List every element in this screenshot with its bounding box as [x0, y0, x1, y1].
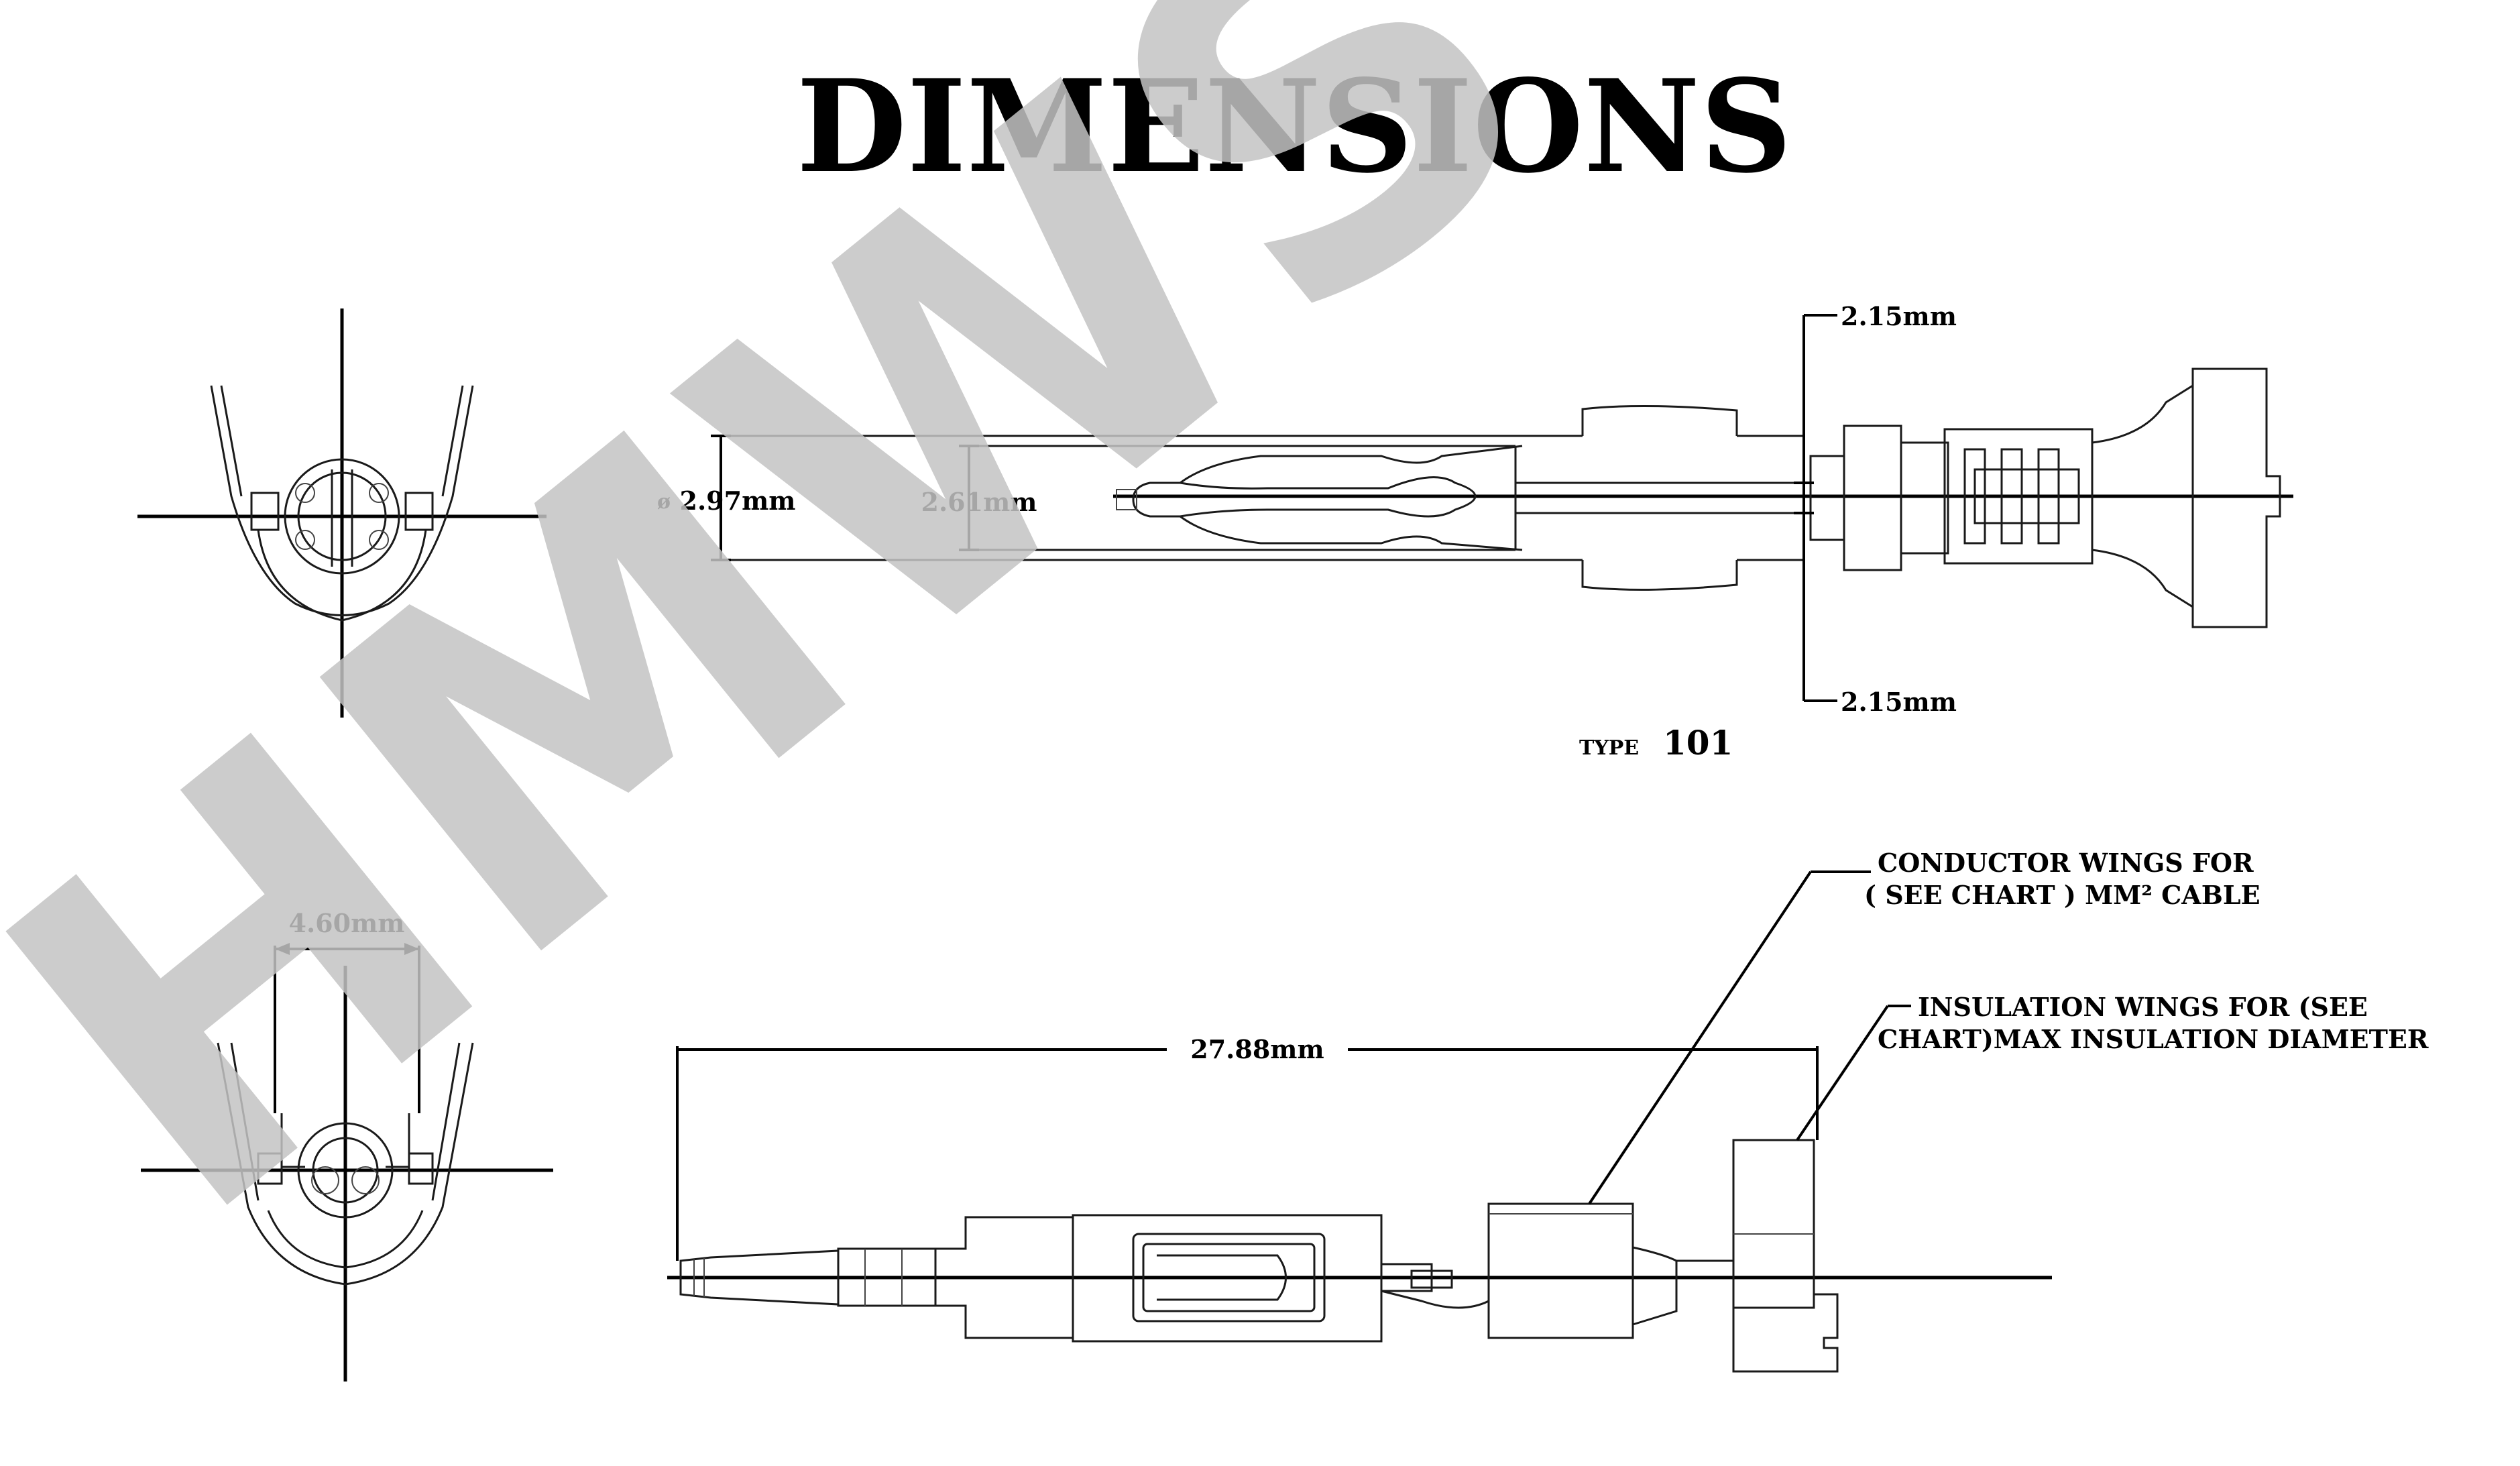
end-view-bottom	[141, 943, 553, 1382]
callout-insulation-line2: CHART)MAX INSULATION DIAMETER	[1878, 1024, 2429, 1054]
dim-outer-diameter: 2.97mm	[680, 486, 796, 516]
dim-inner: 2.61mm	[921, 487, 1037, 517]
dim-outer-diameter-lines	[711, 435, 731, 561]
dim-lower-offset: 2.15mm	[1841, 687, 1957, 717]
callout-leaders	[1588, 870, 1911, 1205]
callout-conductor-line2: ( SEE CHART ) MM² CABLE	[1864, 880, 2260, 910]
side-view-terminal	[667, 1139, 2052, 1373]
watermark: HMWS	[0, 0, 1636, 1321]
dim-upper-offset: 2.15mm	[1841, 301, 1957, 331]
dim-overall-length-lines	[676, 1046, 1819, 1261]
type-label-prefix: TYPE	[1579, 736, 1639, 760]
dim-wing-span: 4.60mm	[289, 908, 405, 938]
dim-overall-length: 27.88mm	[1190, 1034, 1324, 1064]
dim-outer-diameter-symbol: ø	[657, 490, 671, 514]
end-view-top	[137, 308, 547, 718]
page-title: DIMENSIONS	[797, 52, 1792, 201]
dim-inner-lines	[959, 445, 979, 551]
callout-insulation-line1: INSULATION WINGS FOR (SEE	[1918, 992, 2368, 1022]
callout-conductor-line1: CONDUCTOR WINGS FOR	[1878, 848, 2254, 878]
dim-offset-lines	[1794, 314, 1837, 702]
type-label-number: 101	[1663, 723, 1733, 763]
top-view-terminal	[721, 368, 2293, 628]
